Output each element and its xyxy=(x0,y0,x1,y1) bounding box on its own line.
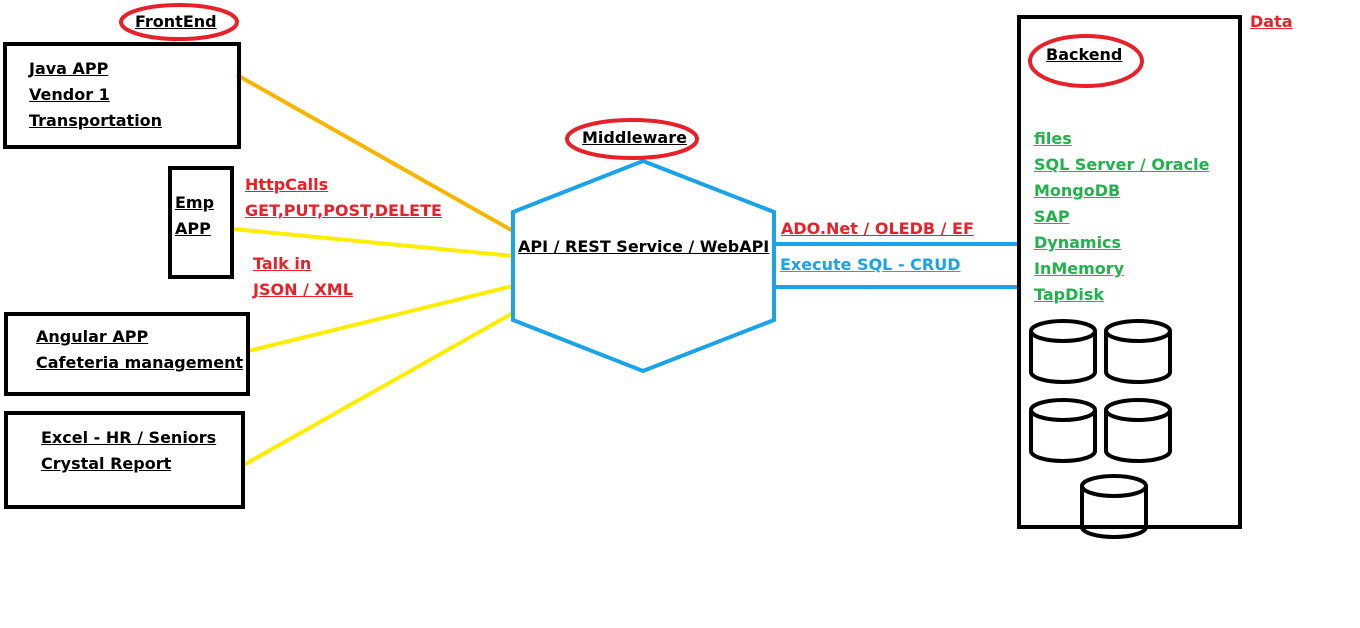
api-service-label: API / REST Service / WebAPI xyxy=(518,237,770,256)
vendor-label: Vendor 1 xyxy=(29,85,110,104)
java-app-label: Java APP xyxy=(29,59,109,78)
transportation-label: Transportation xyxy=(29,111,163,130)
talk-in-label: Talk in xyxy=(253,254,312,273)
middleware-title: Middleware xyxy=(582,128,687,147)
emp-label: Emp xyxy=(175,193,215,212)
emp-app-label: APP xyxy=(175,219,211,238)
connector-java-to-api xyxy=(236,73,514,233)
connector-emp-to-api xyxy=(232,227,514,258)
middleware-ellipse xyxy=(565,118,699,160)
emp-app-box xyxy=(168,166,234,279)
data-label: Data xyxy=(1250,12,1293,31)
execute-sql-label: Execute SQL - CRUD xyxy=(780,255,961,274)
store-sap: SAP xyxy=(1034,207,1070,226)
store-dynamics: Dynamics xyxy=(1034,233,1122,252)
database-icon xyxy=(1029,319,1097,384)
store-sql-server: SQL Server / Oracle xyxy=(1034,155,1210,174)
middleware-hexagon xyxy=(511,158,776,374)
database-icon xyxy=(1029,398,1097,463)
backend-title: Backend xyxy=(1046,45,1123,64)
crystal-report-label: Crystal Report xyxy=(41,454,172,473)
json-xml-label: JSON / XML xyxy=(253,280,353,299)
data-container xyxy=(1017,15,1242,529)
store-inmemory: InMemory xyxy=(1034,259,1125,278)
angular-app-box xyxy=(4,312,250,396)
excel-label: Excel - HR / Seniors xyxy=(41,428,217,447)
java-app-box xyxy=(3,42,241,149)
ado-label: ADO.Net / OLEDB / EF xyxy=(781,219,974,238)
connector-excel-to-api xyxy=(241,311,514,468)
database-icon xyxy=(1104,319,1172,384)
backend-ellipse xyxy=(1028,34,1144,88)
frontend-ellipse xyxy=(119,3,239,41)
database-icon xyxy=(1080,474,1148,539)
angular-app-label: Angular APP xyxy=(36,327,149,346)
frontend-title: FrontEnd xyxy=(135,12,217,31)
store-files: files xyxy=(1034,129,1072,148)
store-tapdisk: TapDisk xyxy=(1034,285,1105,304)
connector-angular-to-api xyxy=(247,284,514,353)
store-mongodb: MongoDB xyxy=(1034,181,1121,200)
httpcalls-label: HttpCalls xyxy=(245,175,329,194)
http-methods-label: GET,PUT,POST,DELETE xyxy=(245,201,442,220)
cafeteria-label: Cafeteria management xyxy=(36,353,244,372)
database-icon xyxy=(1104,398,1172,463)
excel-app-box xyxy=(4,411,245,509)
